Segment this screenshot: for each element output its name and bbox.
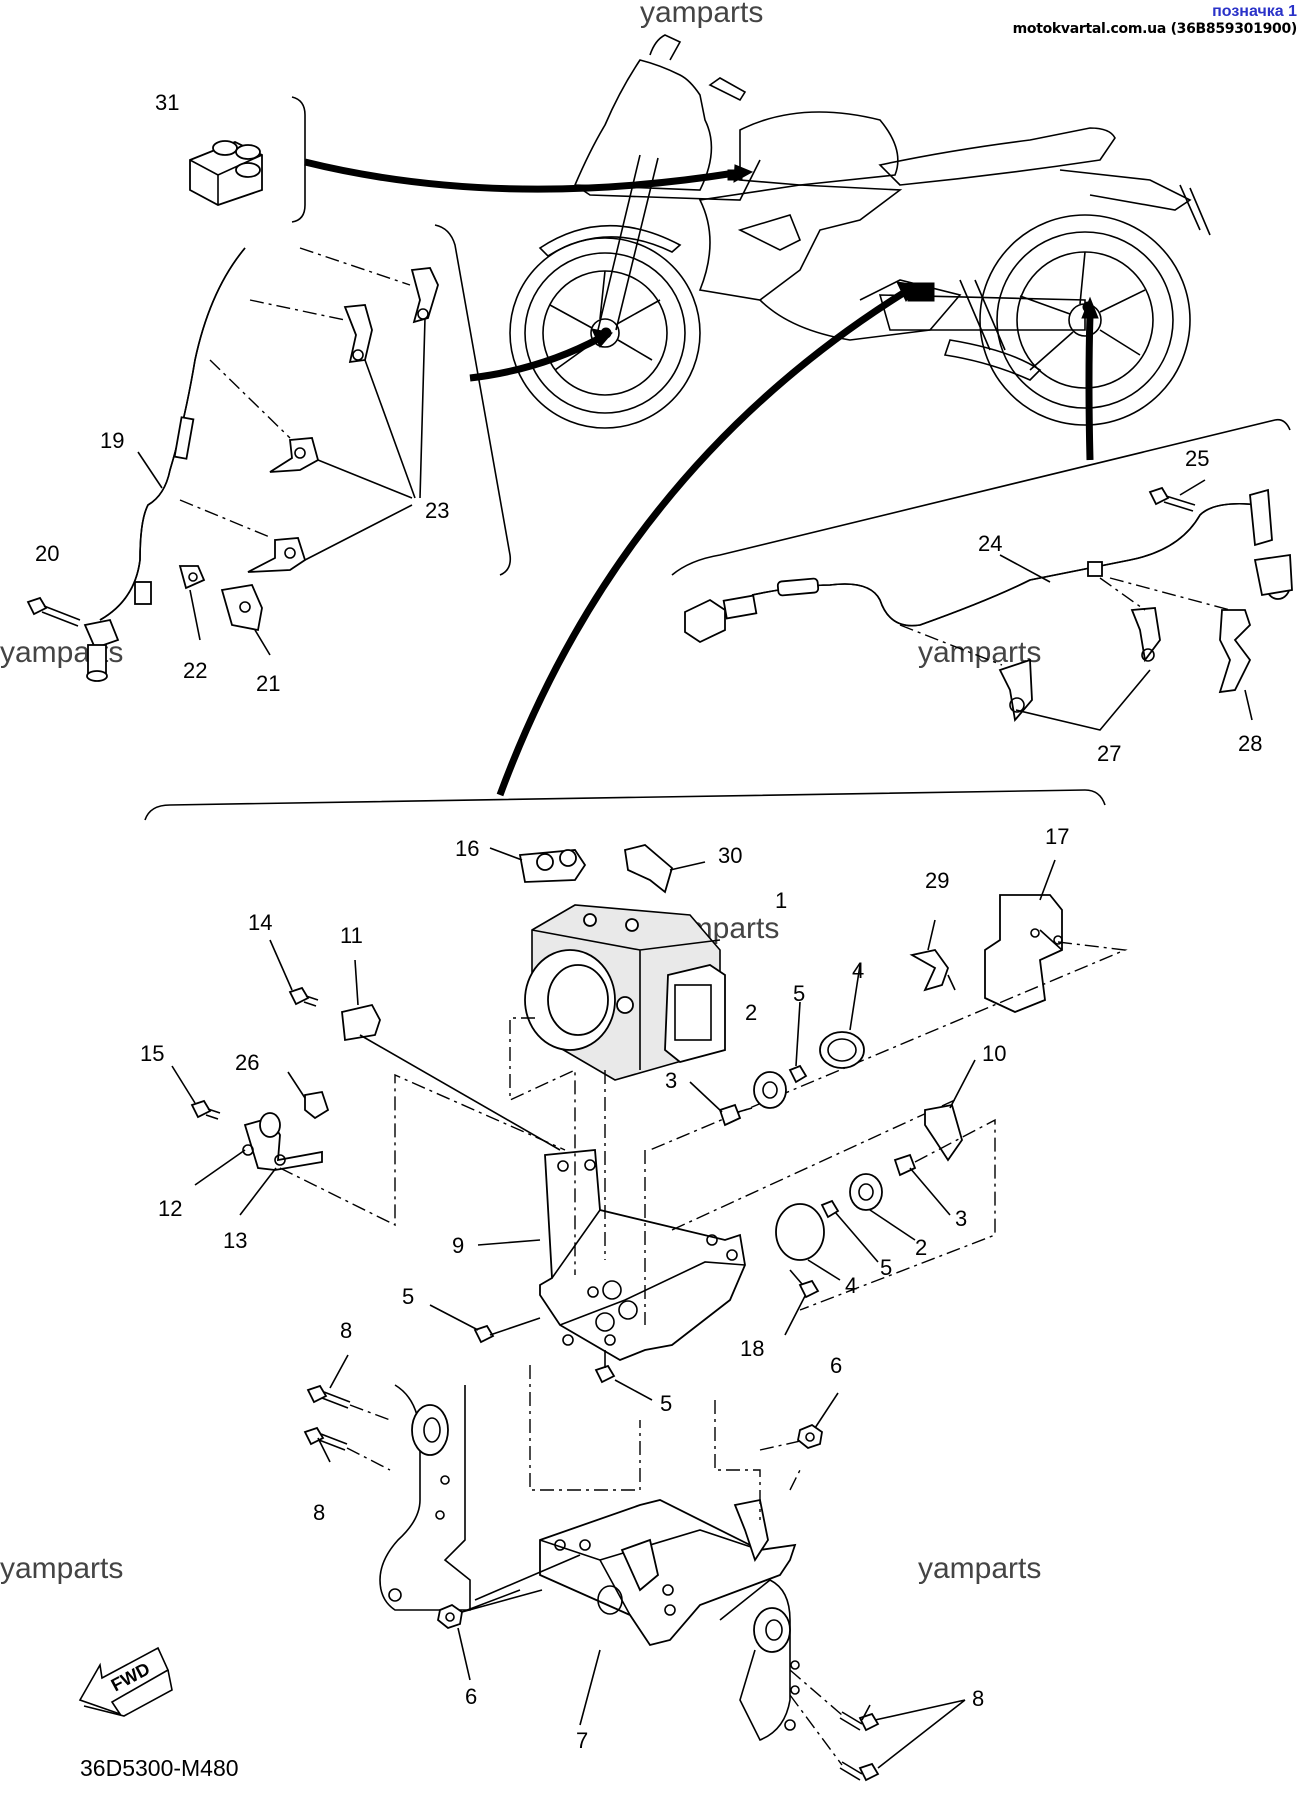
callout-11[interactable]: 11: [340, 923, 363, 948]
leader-abs-unit: [496, 289, 907, 797]
callout-21[interactable]: 21: [256, 671, 281, 696]
callout-5d[interactable]: 5: [660, 1391, 673, 1416]
part-17-bracket: [649, 859, 1128, 1151]
part-15-bolt: [171, 1065, 221, 1120]
part-6-nut-left: [437, 1554, 581, 1681]
part-20-bolt: [26, 596, 81, 627]
watermark-right-bottom: yamparts: [918, 1552, 1042, 1585]
note-label[interactable]: позначка 1: [1212, 3, 1297, 20]
callout-30[interactable]: 30: [718, 843, 743, 868]
part-5-bolt-bottom: [594, 1350, 653, 1401]
rear-wheel-sensor-assembly: [684, 479, 1293, 731]
frame-right: [719, 1579, 800, 1742]
callout-5a[interactable]: 5: [793, 981, 806, 1006]
part-26-clip: [287, 1071, 330, 1120]
callout-6a[interactable]: 6: [830, 1353, 843, 1378]
front-wheel-sensor-assembly: [26, 247, 439, 682]
callout-5b[interactable]: 5: [880, 1255, 893, 1280]
part-12-13-bracket: [194, 1073, 566, 1227]
callout-25[interactable]: 25: [1185, 446, 1210, 471]
part-6-nut-right: [759, 1392, 839, 1451]
part-7-bracket: [529, 1365, 801, 1726]
callout-29[interactable]: 29: [925, 868, 950, 893]
callout-3a[interactable]: 3: [665, 1068, 678, 1093]
callout-8a[interactable]: 8: [340, 1318, 353, 1343]
callout-20[interactable]: 20: [35, 541, 60, 566]
part-1-abs-unit: [524, 904, 726, 1081]
callout-15[interactable]: 15: [140, 1041, 165, 1066]
callout-3b[interactable]: 3: [955, 1206, 968, 1231]
callout-16[interactable]: 16: [455, 836, 480, 861]
callout-28[interactable]: 28: [1238, 731, 1263, 756]
part-5-bolt-middle: [820, 1199, 879, 1263]
callout-5c[interactable]: 5: [402, 1284, 415, 1309]
header-note: позначка 1 motokvartal.com.ua (36B859301…: [1012, 2, 1298, 38]
callout-7[interactable]: 7: [576, 1728, 589, 1753]
callout-4a[interactable]: 4: [852, 958, 865, 983]
part-3-collar-lower: [799, 1118, 996, 1311]
part-18-bolt: [784, 1269, 820, 1336]
callout-24[interactable]: 24: [978, 531, 1003, 556]
part-5-bolt-left: [429, 1304, 541, 1344]
callout-1[interactable]: 1: [775, 888, 788, 913]
callout-6b[interactable]: 6: [465, 1684, 478, 1709]
watermark-left-bottom: yamparts: [0, 1552, 124, 1585]
callout-9[interactable]: 9: [452, 1233, 465, 1258]
diagram-code: 36D5300-M480: [80, 1755, 239, 1781]
callout-12[interactable]: 12: [158, 1196, 183, 1221]
callout-8c[interactable]: 8: [972, 1686, 985, 1711]
watermark-top: yamparts: [640, 0, 764, 29]
leader-31: [304, 158, 736, 193]
callout-18[interactable]: 18: [740, 1336, 765, 1361]
callout-13[interactable]: 13: [223, 1228, 248, 1253]
part-9-bracket: [477, 1017, 956, 1361]
callout-31[interactable]: 31: [155, 90, 180, 115]
part-25-bolt: [1148, 486, 1196, 512]
fwd-arrow-icon: [78, 1646, 173, 1717]
site-info: motokvartal.com.ua (36B859301900): [1012, 21, 1298, 38]
motorcycle-drawing: [509, 34, 1211, 429]
callout-27[interactable]: 27: [1097, 741, 1122, 766]
part-8-bolts-right: [789, 1669, 966, 1782]
part-2-damper-lower: [849, 1173, 916, 1241]
callout-2b[interactable]: 2: [915, 1235, 928, 1260]
leader-rear-sensor: [1085, 314, 1094, 461]
part-11-sensor: [341, 959, 561, 1151]
callout-10[interactable]: 10: [982, 1041, 1007, 1066]
part-2-damper-upper: [753, 1071, 787, 1109]
part-10-clip: [924, 1059, 976, 1162]
part-4-ring-upper: [819, 964, 865, 1069]
part-8-bolts-left: [303, 1354, 391, 1471]
callout-17[interactable]: 17: [1045, 824, 1070, 849]
callout-8b[interactable]: 8: [313, 1500, 326, 1525]
callout-26[interactable]: 26: [235, 1050, 260, 1075]
callout-14[interactable]: 14: [248, 910, 273, 935]
leader-front-sensor: [469, 334, 602, 382]
part-16-clip: [489, 847, 587, 883]
callout-19[interactable]: 19: [100, 428, 125, 453]
part-5-bolt-upper: [788, 1001, 808, 1084]
part-30-clip: [623, 844, 706, 894]
callout-23[interactable]: 23: [425, 498, 450, 523]
part-4-ring-lower: [775, 1203, 841, 1281]
part-3-collar-upper: [689, 1081, 753, 1127]
callout-4b[interactable]: 4: [845, 1273, 858, 1298]
part-29-clip: [909, 919, 956, 992]
callout-22[interactable]: 22: [183, 658, 208, 683]
callout-2a[interactable]: 2: [745, 1000, 758, 1025]
part-14-bolt: [269, 939, 319, 1007]
frame-left: [379, 1384, 471, 1611]
part-31-connector: [189, 140, 263, 206]
